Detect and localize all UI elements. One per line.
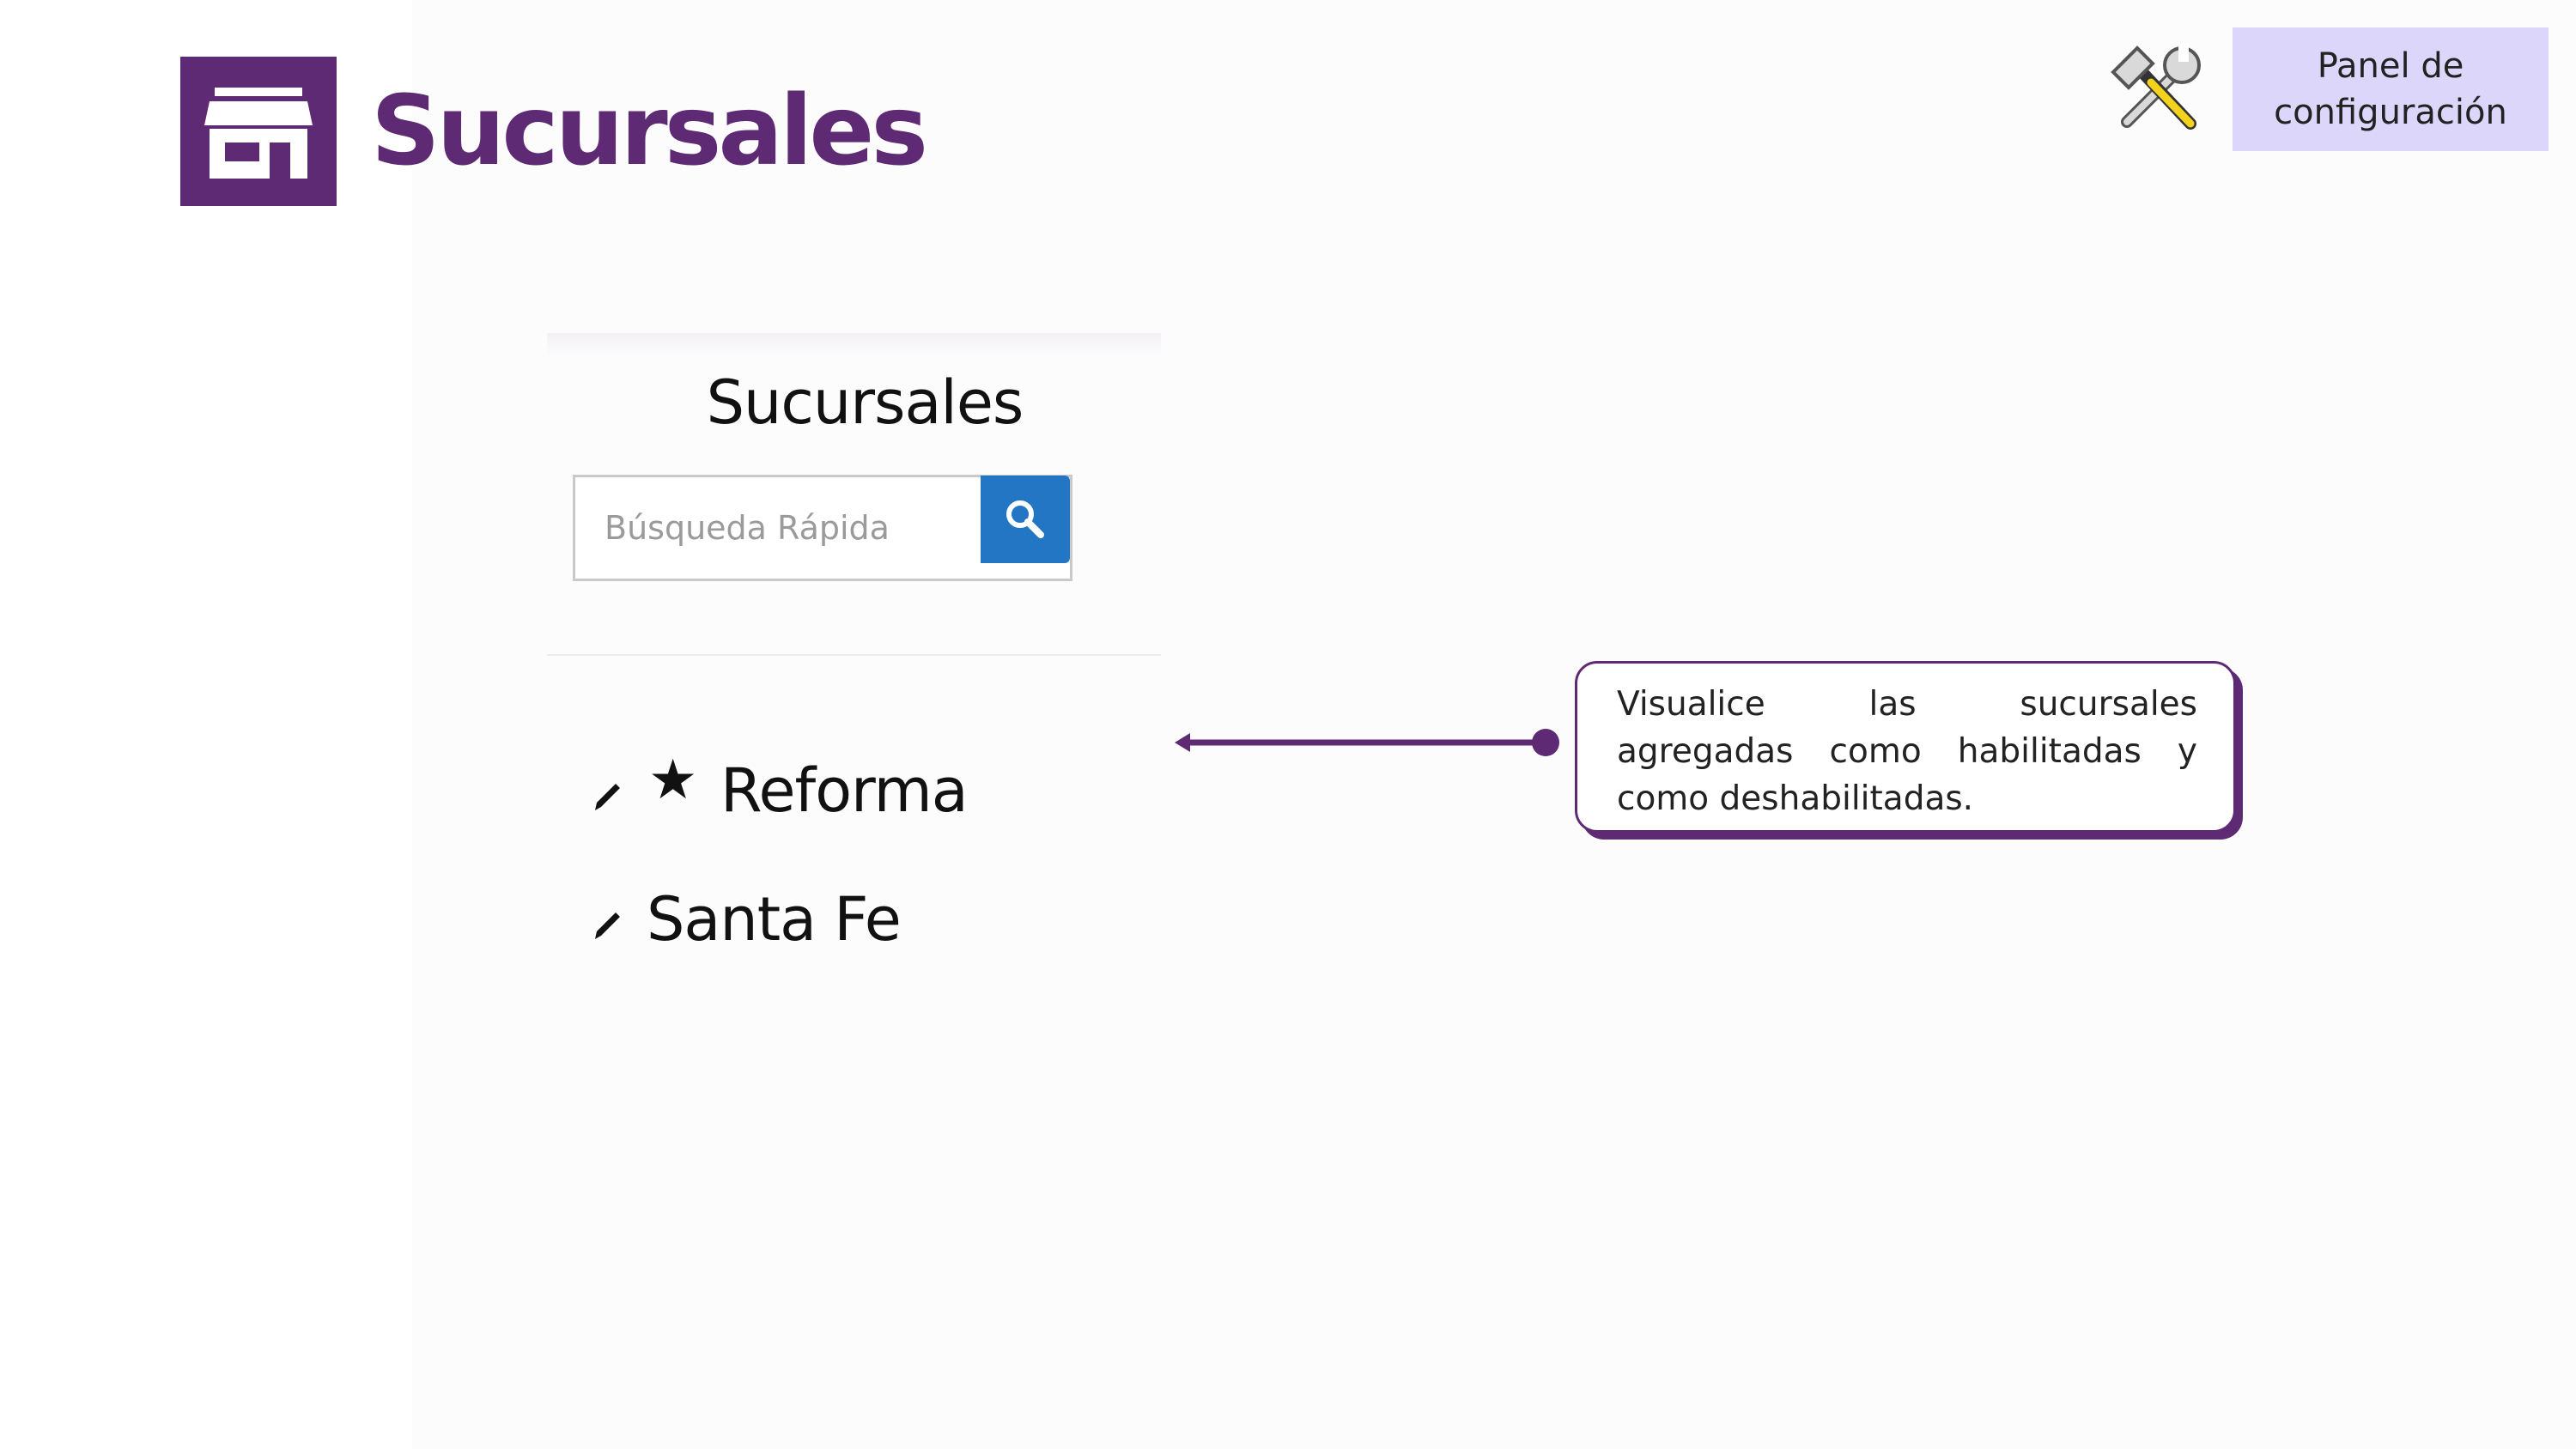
callout-text: Visualice las sucursales agregadas como … — [1617, 685, 2197, 818]
search-icon — [1006, 500, 1044, 538]
pencil-icon[interactable] — [590, 779, 624, 814]
panel-divider — [547, 654, 1161, 656]
branch-item-reforma[interactable]: ★ Reforma — [590, 750, 1071, 831]
branch-name: Reforma — [720, 755, 969, 826]
pencil-icon[interactable] — [590, 908, 624, 943]
panel-top-shadow — [547, 333, 1161, 359]
branches-panel: Sucursales ★ Reforma Santa Fe — [547, 333, 1161, 985]
search-button[interactable] — [981, 476, 1070, 563]
search-input[interactable] — [575, 477, 982, 579]
page-title: Sucursales — [371, 76, 928, 187]
tools-icon — [2111, 43, 2201, 130]
callout-connector-arrow — [1175, 729, 1559, 756]
panel-title: Sucursales — [706, 367, 1024, 438]
store-icon — [180, 57, 337, 206]
branch-item-santa-fe[interactable]: Santa Fe — [590, 882, 1071, 960]
callout-box: Visualice las sucursales agregadas como … — [1575, 661, 2236, 833]
store-icon-glyph — [204, 88, 313, 179]
branch-name: Santa Fe — [647, 884, 902, 955]
star-icon: ★ — [648, 749, 698, 812]
config-panel-button[interactable]: Panel de configuración — [2233, 27, 2549, 151]
